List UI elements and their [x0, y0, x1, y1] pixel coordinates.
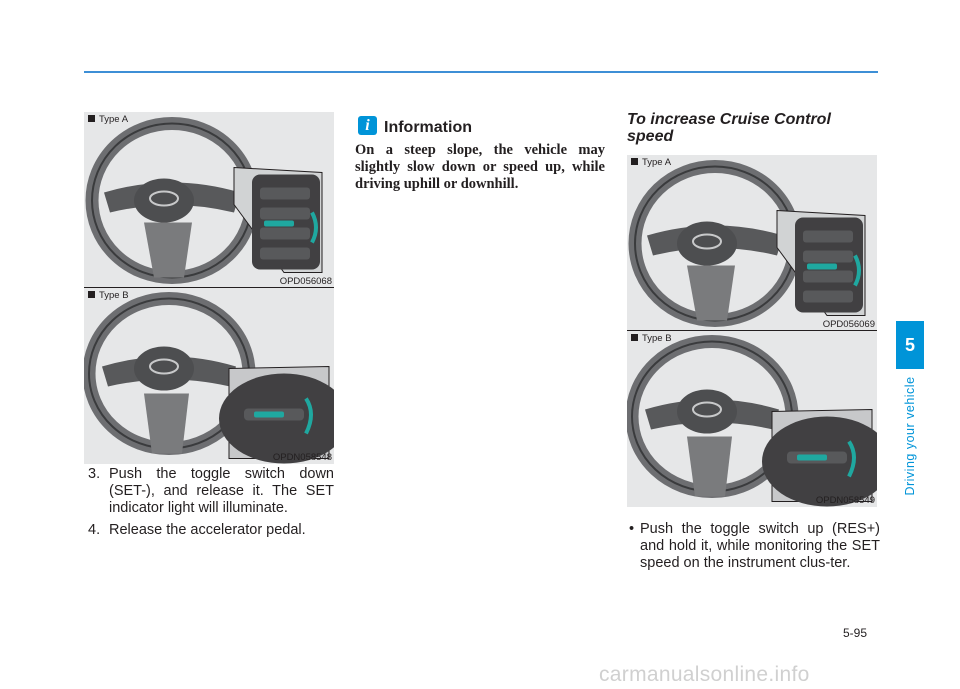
step-4: 4. Release the accelerator pedal.: [88, 522, 334, 539]
figure-rule: [627, 330, 877, 331]
figure-label: Type A: [631, 157, 671, 168]
steering-wheel-illustration: [627, 155, 877, 331]
steering-wheel-illustration: [84, 288, 334, 464]
header-rule: [84, 71, 878, 73]
figure-label: Type B: [88, 290, 129, 301]
figure-label: Type A: [88, 114, 128, 125]
information-title: Information: [384, 119, 472, 136]
figure-type-a-2: Type A OPD056069: [627, 155, 877, 331]
figure-code: OPDN058548: [272, 452, 332, 463]
step-number: 3.: [88, 466, 101, 482]
watermark: carmanualsonline.info: [599, 663, 810, 686]
page-number: 5-95: [843, 626, 868, 640]
chapter-title: Driving your vehicle: [903, 376, 917, 496]
section-title: To increase Cruise Control speed: [627, 111, 831, 145]
information-heading: i Information: [358, 113, 472, 137]
info-icon: i: [358, 115, 377, 135]
figure-code: OPD056068: [279, 276, 332, 287]
information-text: On a steep slope, the vehicle may slight…: [355, 142, 605, 192]
figure-code: OPDN058549: [815, 495, 875, 506]
figure-rule: [84, 287, 334, 288]
figure-type-a-1: Type A OPD056068: [84, 112, 334, 288]
step-text: Push the toggle switch down (SET-), and …: [109, 466, 334, 516]
figure-type-b-2: Type B OPDN058549: [627, 331, 877, 507]
figure-type-b-1: Type B OPDN058548: [84, 288, 334, 464]
step-number: 4.: [88, 522, 101, 538]
bullet-item: • Push the toggle switch up (RES+) and h…: [627, 521, 880, 572]
step-3: 3. Push the toggle switch down (SET-), a…: [88, 466, 334, 517]
figure-code: OPD056069: [822, 319, 875, 330]
figure-label: Type B: [631, 333, 672, 344]
steering-wheel-illustration: [627, 331, 877, 507]
chapter-tab: 5: [896, 321, 924, 369]
bullet-dot: •: [629, 521, 635, 537]
bullet-text: Push the toggle switch up (RES+) and hol…: [640, 521, 880, 571]
step-text: Release the accelerator pedal.: [109, 522, 306, 538]
steering-wheel-illustration: [84, 112, 334, 288]
